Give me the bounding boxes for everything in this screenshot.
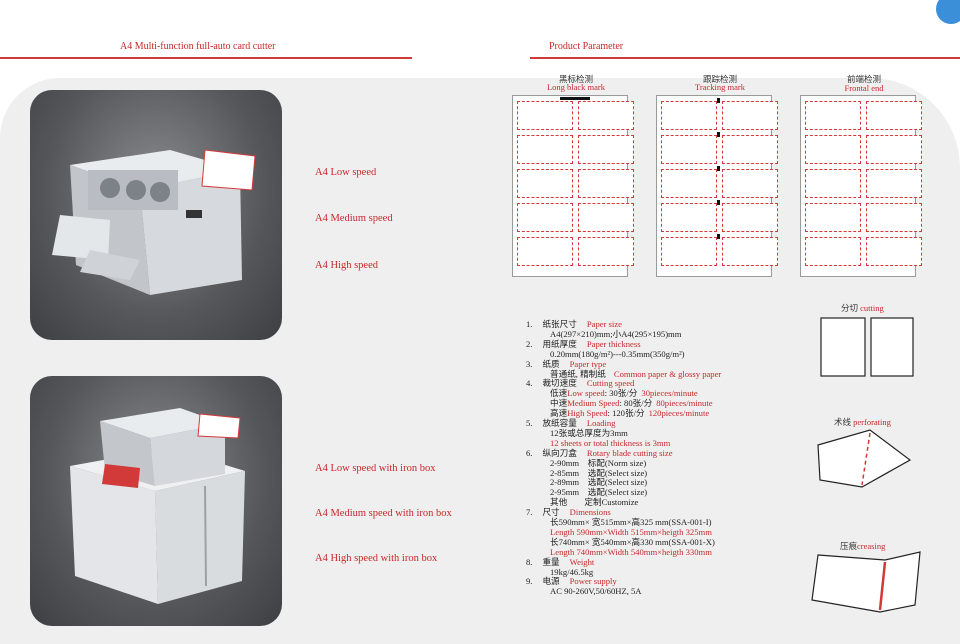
card-outline <box>722 203 778 232</box>
spec-value: 2-89mm 选配(Select size) <box>550 477 648 488</box>
spec-value: AC 90-260V,50/60HZ, 5A <box>550 586 642 597</box>
label-perforating: 术线 perforating <box>834 417 891 427</box>
spec-value: 12张或总厚度为3mm <box>550 427 628 438</box>
card-outline <box>661 101 717 130</box>
spec-value: 长740mm× 宽540mm×高330 mm(SSA-001-X) <box>550 536 715 547</box>
spec-value: Length 740mm×Width 540mm×heigth 330mm <box>550 546 712 557</box>
detect-tracking-mark-en: Tracking mark <box>695 82 745 92</box>
card-outline <box>661 135 717 164</box>
black-mark-bar <box>560 97 590 100</box>
spec-value: 2-90mm 标配(Norm size) <box>550 457 647 468</box>
card-outline <box>578 237 634 266</box>
model-medium-speed: A4 Medium speed <box>315 213 393 224</box>
spec-value: 长590mm× 宽515mm×高325 mm(SSA-001-I) <box>550 517 712 527</box>
spec-value: 19kg/46.5kg <box>550 566 594 577</box>
card-outline <box>661 203 717 232</box>
tracking-mark <box>717 200 720 205</box>
card-outline <box>805 135 861 164</box>
card-outline <box>722 169 778 198</box>
card-outline <box>722 101 778 130</box>
creasing-diagram <box>811 551 921 613</box>
spec-value: 其他 定制Customize <box>550 497 639 508</box>
label-cutting: 分切 cutting <box>841 303 884 313</box>
card-outline <box>661 237 717 266</box>
card-outline <box>805 203 861 232</box>
spec-value: 2-85mm 选配(Select size) <box>550 467 648 478</box>
card-outline <box>517 135 573 164</box>
spec-value: A4(297×210)mm;小A4(295×195)mm <box>550 328 682 339</box>
card-outline <box>517 169 573 198</box>
model-high-speed: A4 High speed <box>315 260 378 271</box>
detect-black-mark-en: Long black mark <box>546 82 606 92</box>
product-photo-standard <box>30 90 282 340</box>
product-photo-iron-box <box>30 376 282 626</box>
left-title: A4 Multi-function full-auto card cutter <box>120 41 276 52</box>
spec-value: Length 590mm×Width 515mm×heigth 325mm <box>550 526 712 537</box>
tracking-mark <box>717 234 720 239</box>
detect-tracking-mark-cn: 跟踪检测 <box>702 74 737 84</box>
card-outline <box>661 169 717 198</box>
cutting-diagram <box>820 317 914 377</box>
detect-frontal-end-en: Frontal end <box>844 83 884 93</box>
card-outline <box>866 169 922 198</box>
card-outline <box>578 135 634 164</box>
corner-badge-icon <box>936 0 960 24</box>
label-creasing: 压痕creasing <box>840 541 886 551</box>
left-title-rule <box>0 57 412 59</box>
tracking-mark <box>717 98 720 103</box>
spec-value: 12 sheets or total thickness is 3mm <box>550 437 671 448</box>
spec-value: 2-95mm 选配(Select size) <box>550 487 648 498</box>
tracking-mark <box>717 166 720 171</box>
card-outline <box>517 101 573 130</box>
detect-black-mark-cn: 黑标检测 <box>558 74 593 84</box>
card-outline <box>722 237 778 266</box>
right-title: Product Parameter <box>549 41 624 52</box>
tracking-mark <box>717 132 720 137</box>
card-outline <box>517 203 573 232</box>
card-outline <box>805 237 861 266</box>
card-outline <box>866 203 922 232</box>
model-medium-speed-iron-box: A4 Medium speed with iron box <box>315 508 452 519</box>
card-outline <box>517 237 573 266</box>
card-outline <box>722 135 778 164</box>
card-outline <box>805 101 861 130</box>
card-outline <box>866 135 922 164</box>
detect-frontal-end-cn: 前端检测 <box>846 74 881 84</box>
right-title-rule <box>530 57 960 59</box>
perforating-diagram <box>817 429 912 488</box>
card-outline <box>805 169 861 198</box>
model-low-speed-iron-box: A4 Low speed with iron box <box>315 463 436 474</box>
card-outline <box>866 101 922 130</box>
card-outline <box>578 101 634 130</box>
spec-value: 0.20mm(180g/m²)---0.35mm(350g/m²) <box>550 348 685 359</box>
model-low-speed: A4 Low speed <box>315 167 377 178</box>
model-high-speed-iron-box: A4 High speed with iron box <box>315 553 438 564</box>
card-outline <box>578 169 634 198</box>
card-outline <box>866 237 922 266</box>
card-outline <box>578 203 634 232</box>
